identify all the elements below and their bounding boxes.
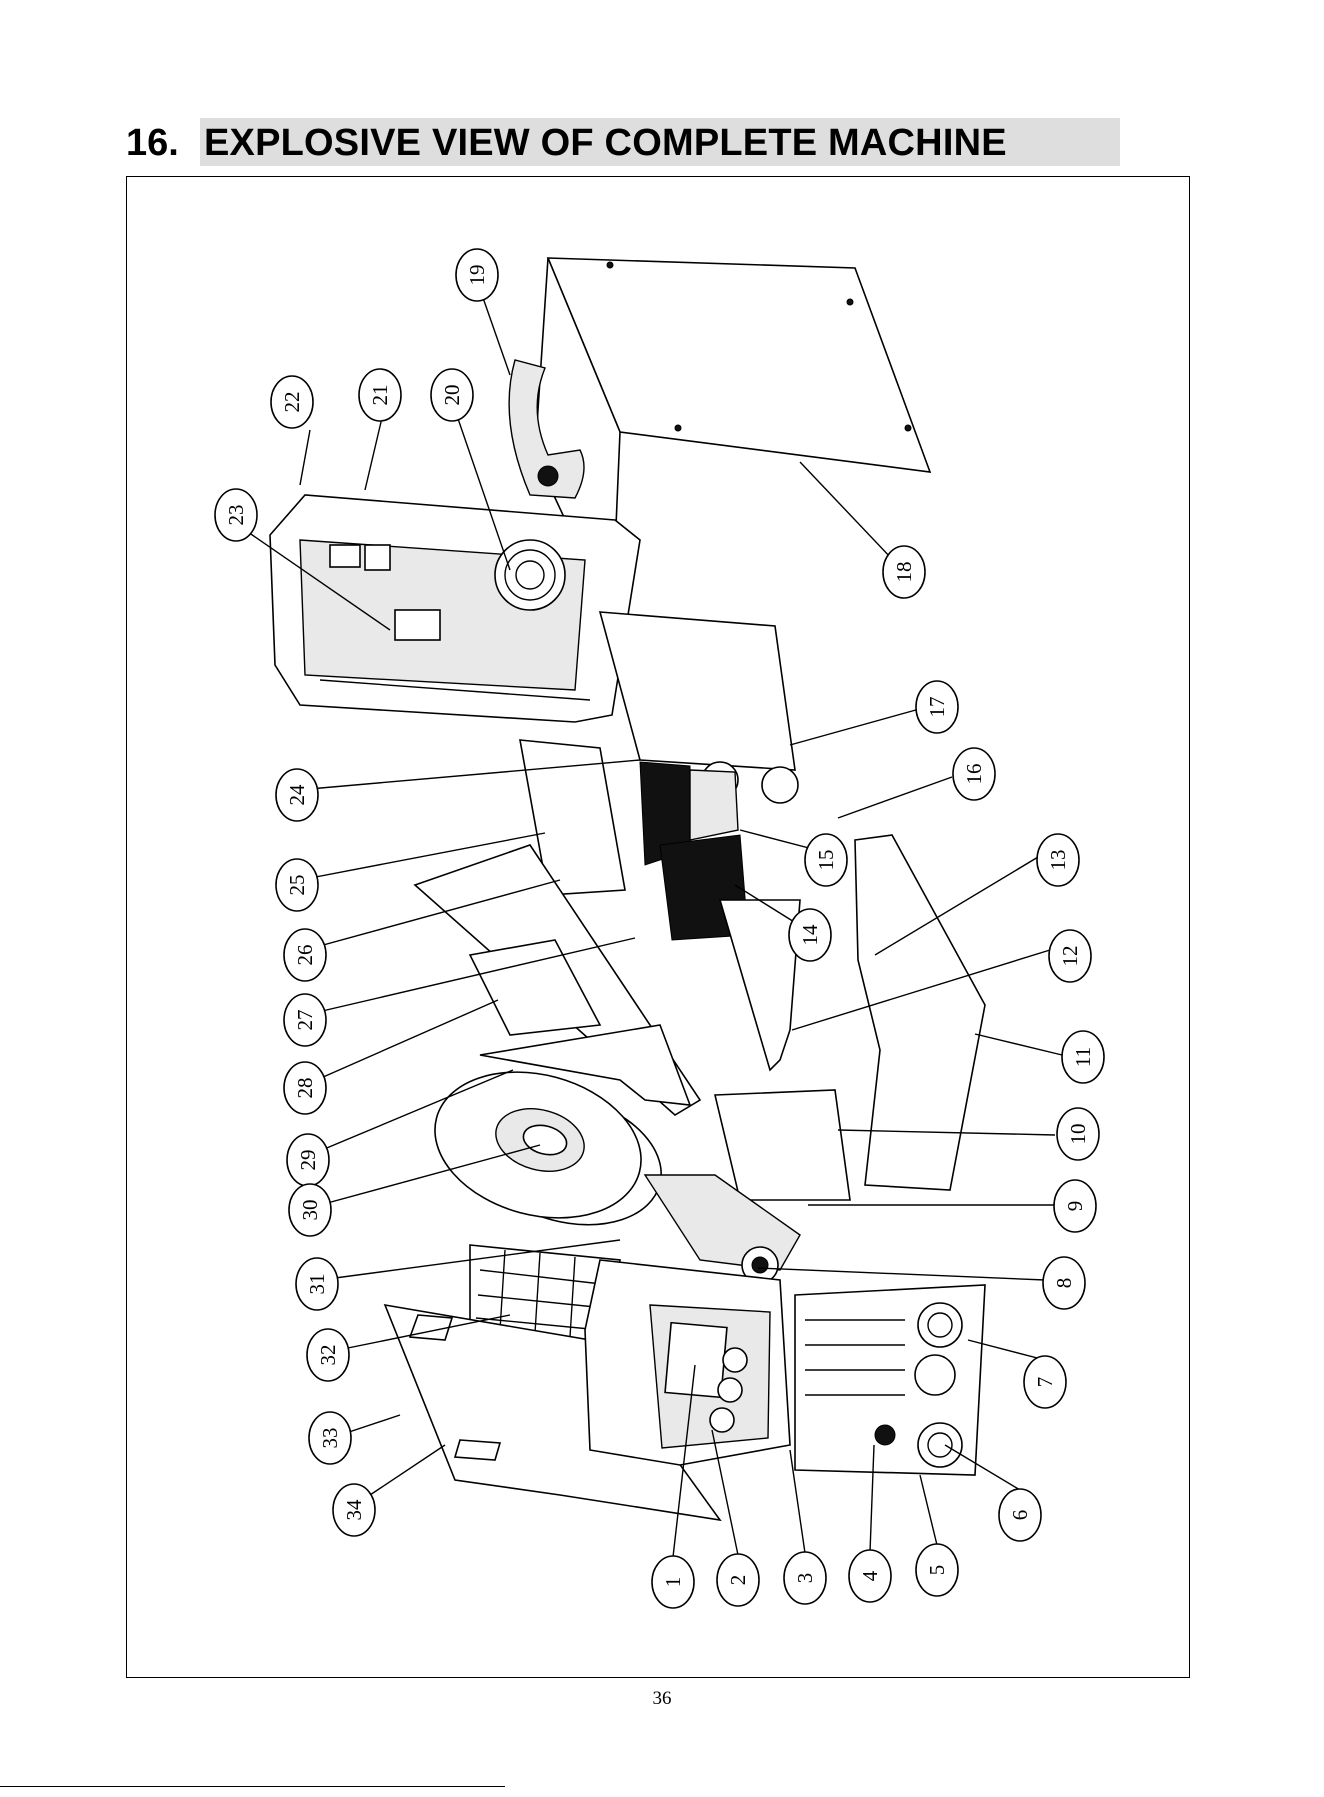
- callout-18: 18: [883, 546, 925, 598]
- page-number: 36: [0, 1688, 1324, 1710]
- callout-label: 12: [1058, 946, 1082, 967]
- callout-label: 6: [1008, 1510, 1032, 1521]
- callout-2: 2: [717, 1554, 759, 1606]
- callout-19: 19: [456, 249, 498, 301]
- callout-29: 29: [287, 1134, 329, 1186]
- callout-1: 1: [652, 1556, 694, 1608]
- callout-3: 3: [784, 1552, 826, 1604]
- front-panel: [585, 1260, 985, 1475]
- callout-27: 27: [284, 994, 326, 1046]
- callout-26: 26: [284, 929, 326, 981]
- callout-28: 28: [284, 1062, 326, 1114]
- callout-label: 23: [224, 505, 248, 526]
- callout-4: 4: [849, 1550, 891, 1602]
- callout-label: 5: [925, 1565, 949, 1576]
- callout-10: 10: [1057, 1108, 1099, 1160]
- callout-24: 24: [276, 769, 318, 821]
- callout-label: 24: [285, 784, 309, 806]
- callout-label: 22: [280, 392, 304, 413]
- callout-label: 31: [305, 1274, 329, 1295]
- callout-13: 13: [1037, 834, 1079, 886]
- callout-30: 30: [289, 1184, 331, 1236]
- callout-12: 12: [1049, 930, 1091, 982]
- output-transformer: [715, 1090, 850, 1200]
- footer-rule: [0, 1786, 505, 1787]
- callout-5: 5: [916, 1544, 958, 1596]
- callout-22: 22: [271, 376, 313, 428]
- callout-16: 16: [953, 748, 995, 800]
- callout-label: 8: [1052, 1278, 1076, 1289]
- callout-25: 25: [276, 859, 318, 911]
- callout-label: 21: [368, 385, 392, 406]
- callout-17: 17: [916, 681, 958, 733]
- bottom-plate: [855, 835, 985, 1190]
- callout-32: 32: [307, 1329, 349, 1381]
- callout-label: 28: [293, 1078, 317, 1099]
- callout-label: 17: [925, 697, 949, 718]
- callout-33: 33: [309, 1412, 351, 1464]
- callout-7: 7: [1024, 1356, 1066, 1408]
- bracket: [720, 900, 800, 1070]
- callout-label: 25: [285, 875, 309, 896]
- callout-label: 19: [465, 265, 489, 286]
- callout-label: 18: [892, 562, 916, 583]
- callout-11: 11: [1062, 1031, 1104, 1083]
- callout-label: 20: [440, 385, 464, 406]
- callout-label: 7: [1033, 1377, 1057, 1388]
- callout-label: 2: [726, 1575, 750, 1586]
- callout-label: 33: [318, 1428, 342, 1449]
- callout-label: 34: [342, 1499, 366, 1521]
- callout-23: 23: [215, 489, 257, 541]
- callout-label: 16: [962, 764, 986, 785]
- callout-21: 21: [359, 369, 401, 421]
- callout-label: 4: [858, 1570, 882, 1581]
- rear-chassis: [270, 495, 640, 722]
- callout-label: 11: [1071, 1047, 1095, 1067]
- callout-label: 15: [814, 850, 838, 871]
- callout-label: 14: [798, 924, 822, 946]
- callout-label: 27: [293, 1010, 317, 1031]
- callout-8: 8: [1043, 1257, 1085, 1309]
- callout-label: 10: [1066, 1124, 1090, 1145]
- callout-15: 15: [805, 834, 847, 886]
- callout-label: 30: [298, 1200, 322, 1221]
- callout-label: 3: [793, 1573, 817, 1584]
- callout-9: 9: [1054, 1180, 1096, 1232]
- callout-label: 32: [316, 1345, 340, 1366]
- callout-label: 29: [296, 1150, 320, 1171]
- callout-20: 20: [431, 369, 473, 421]
- callout-6: 6: [999, 1489, 1041, 1541]
- callout-label: 1: [661, 1577, 685, 1588]
- callout-label: 9: [1063, 1201, 1087, 1212]
- callout-31: 31: [296, 1258, 338, 1310]
- callout-label: 13: [1046, 850, 1070, 871]
- callout-34: 34: [333, 1484, 375, 1536]
- callout-label: 26: [293, 945, 317, 966]
- callout-14: 14: [789, 909, 831, 961]
